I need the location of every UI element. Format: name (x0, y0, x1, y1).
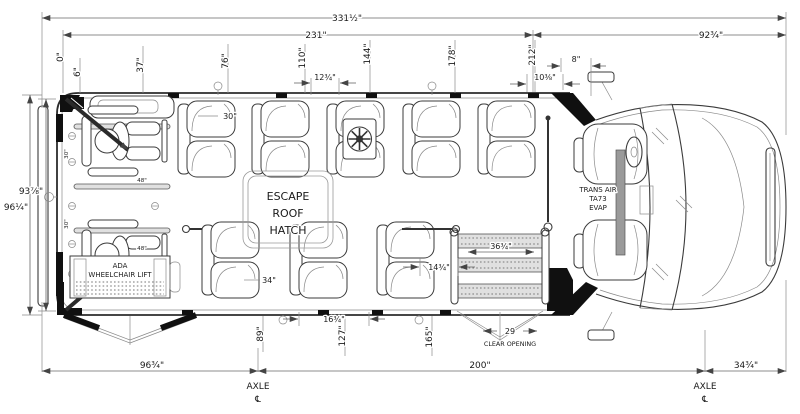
fan-hub (355, 135, 364, 143)
dimensions-left: 93⅞" 96¼" (3, 94, 56, 316)
lift-label-line2: WHEELCHAIR LIFT (88, 271, 152, 279)
mirror-top (587, 71, 615, 83)
wc-dim-30-1: 30" (64, 149, 70, 159)
axle-centerline-right: ℄ (701, 395, 708, 405)
dim-station-144: 144" (363, 43, 373, 64)
door-post (547, 268, 573, 311)
track-dim-48-1: 48" (137, 178, 147, 184)
dim-station-212: 212" (528, 44, 538, 65)
glass-marks (651, 127, 693, 281)
dim-10-38: 10⅜" (534, 73, 556, 82)
front-grille (765, 147, 776, 267)
dim-station-127: 127" (338, 325, 348, 346)
dim-body-width: 93⅞" (19, 187, 43, 197)
passenger-seat (573, 219, 648, 281)
dim-wheelbase: 200" (469, 361, 490, 371)
driver-seat (573, 123, 648, 185)
dim-station-89: 89" (256, 326, 266, 342)
wc-dim-30-2: 30" (64, 219, 70, 229)
seat-bottom-3 (376, 221, 435, 299)
axle-label-left: AXLE (246, 382, 269, 392)
ada-lift: ADA WHEELCHAIR LIFT (69, 255, 181, 299)
dim-rear-to-axle: 96¾" (140, 361, 164, 371)
track-dim-48-2: 48" (137, 246, 147, 252)
escape-roof-hatch: ESCAPE ROOF HATCH (242, 170, 334, 249)
rear-door-swing (62, 312, 198, 345)
dim-station-165: 165" (425, 326, 435, 347)
dim-station-178: 178" (448, 45, 458, 66)
hatch-label-line3: HATCH (270, 224, 307, 237)
dimensions-bottom: 89" 127" 165" 16¾" 96¾" 200" 34¾" AXLE ℄… (42, 312, 786, 406)
dimensions-top: 331½" 231" 92¾" 0" 6" 37" 76" 110" 144" … (41, 12, 787, 372)
entry-grab-rail-left (450, 229, 459, 305)
evap-label-line2: TA73 (588, 195, 606, 203)
entry-steps: 36¾" 14¾" 29 CLEAR OPENING (403, 227, 550, 349)
dim-body-length: 231" (305, 31, 326, 41)
seats-bottom-row: 34" (201, 221, 435, 299)
mirror-bottom (587, 329, 615, 341)
dim-station-37: 37" (136, 57, 146, 73)
lift-label-line1: ADA (113, 262, 128, 270)
evap-label-line1: TRANS AIR (578, 186, 616, 194)
rear-bumper (37, 105, 49, 307)
bus-body (37, 81, 598, 345)
console (639, 185, 654, 215)
dim-front-overhang: 34¾" (734, 361, 758, 371)
wall-pillars (56, 93, 598, 315)
seat-pitch-bottom: 34" (262, 276, 276, 285)
hood-crease (701, 117, 745, 297)
seat-bottom-1 (201, 221, 260, 299)
dim-station-76: 76" (221, 53, 231, 69)
engine-cover (615, 149, 626, 256)
seat-top-4 (402, 100, 461, 178)
seat-pitch-top: 30" (223, 112, 237, 121)
stanchions (181, 115, 553, 234)
front-bulkhead-top (551, 93, 596, 126)
dim-station-6: 6" (73, 67, 83, 77)
entry-grab-rail-right (541, 229, 550, 305)
heater-fan (342, 118, 377, 160)
dim-overall-width: 96¼" (4, 203, 28, 213)
dim-station-0: 0" (56, 52, 66, 62)
hatch-label-line1: ESCAPE (267, 190, 310, 203)
dim-door-offset: 14¾" (428, 263, 450, 272)
steering-wheel (625, 136, 643, 168)
dim-front-length: 92¾" (699, 31, 723, 41)
wall-markers (44, 81, 437, 325)
hatch-label-line2: ROOF (272, 207, 303, 220)
axle-centerline-left: ℄ (254, 395, 261, 405)
dim-16-34: 16¾" (323, 315, 345, 324)
evap-label-line3: EVAP (589, 204, 607, 212)
dim-station-110: 110" (298, 47, 308, 68)
dim-clear-opening-label: CLEAR OPENING (484, 340, 536, 348)
dim-overall-length: 331½" (332, 14, 362, 24)
securement-belt-1 (64, 97, 130, 152)
dim-clear-opening-value: 29 (505, 327, 515, 336)
dim-door-width: 36¾" (490, 242, 512, 251)
cab: TRANS AIR TA73 EVAP (573, 71, 787, 341)
axle-label-right: AXLE (693, 382, 716, 392)
seat-top-2 (251, 100, 310, 178)
windshield-outer (671, 103, 687, 311)
seats-top-row: 30" (177, 100, 536, 178)
dim-8: 8" (572, 55, 581, 64)
seat-top-5 (477, 100, 536, 178)
dim-12-34: 12¾" (314, 73, 336, 82)
wheelchair-area: 30" 30" 48" 48" (63, 95, 175, 312)
